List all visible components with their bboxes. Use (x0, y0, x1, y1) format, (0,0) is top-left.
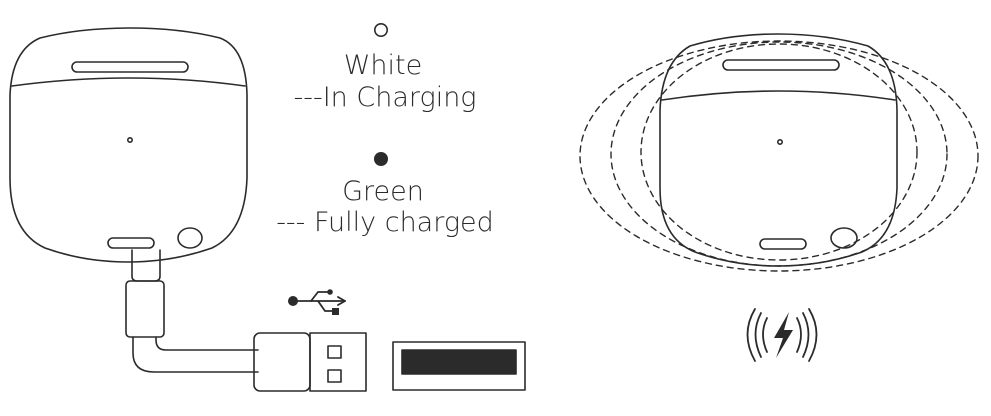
green-indicator-icon (374, 152, 388, 166)
wireless-field-rings (579, 40, 979, 272)
wireless-charging-icon (746, 308, 818, 362)
usb-port (392, 341, 526, 391)
white-color-label: White (343, 50, 423, 81)
green-color-label: Green (342, 176, 424, 207)
usb-cable (125, 249, 367, 392)
charging-status-label: ---In Charging (293, 82, 477, 113)
usb-icon (288, 289, 346, 315)
fully-charged-status-label: --- Fully charged (276, 207, 494, 238)
white-indicator-icon (373, 22, 388, 37)
right-earbud-case (659, 33, 898, 267)
left-earbud-case (9, 27, 248, 263)
